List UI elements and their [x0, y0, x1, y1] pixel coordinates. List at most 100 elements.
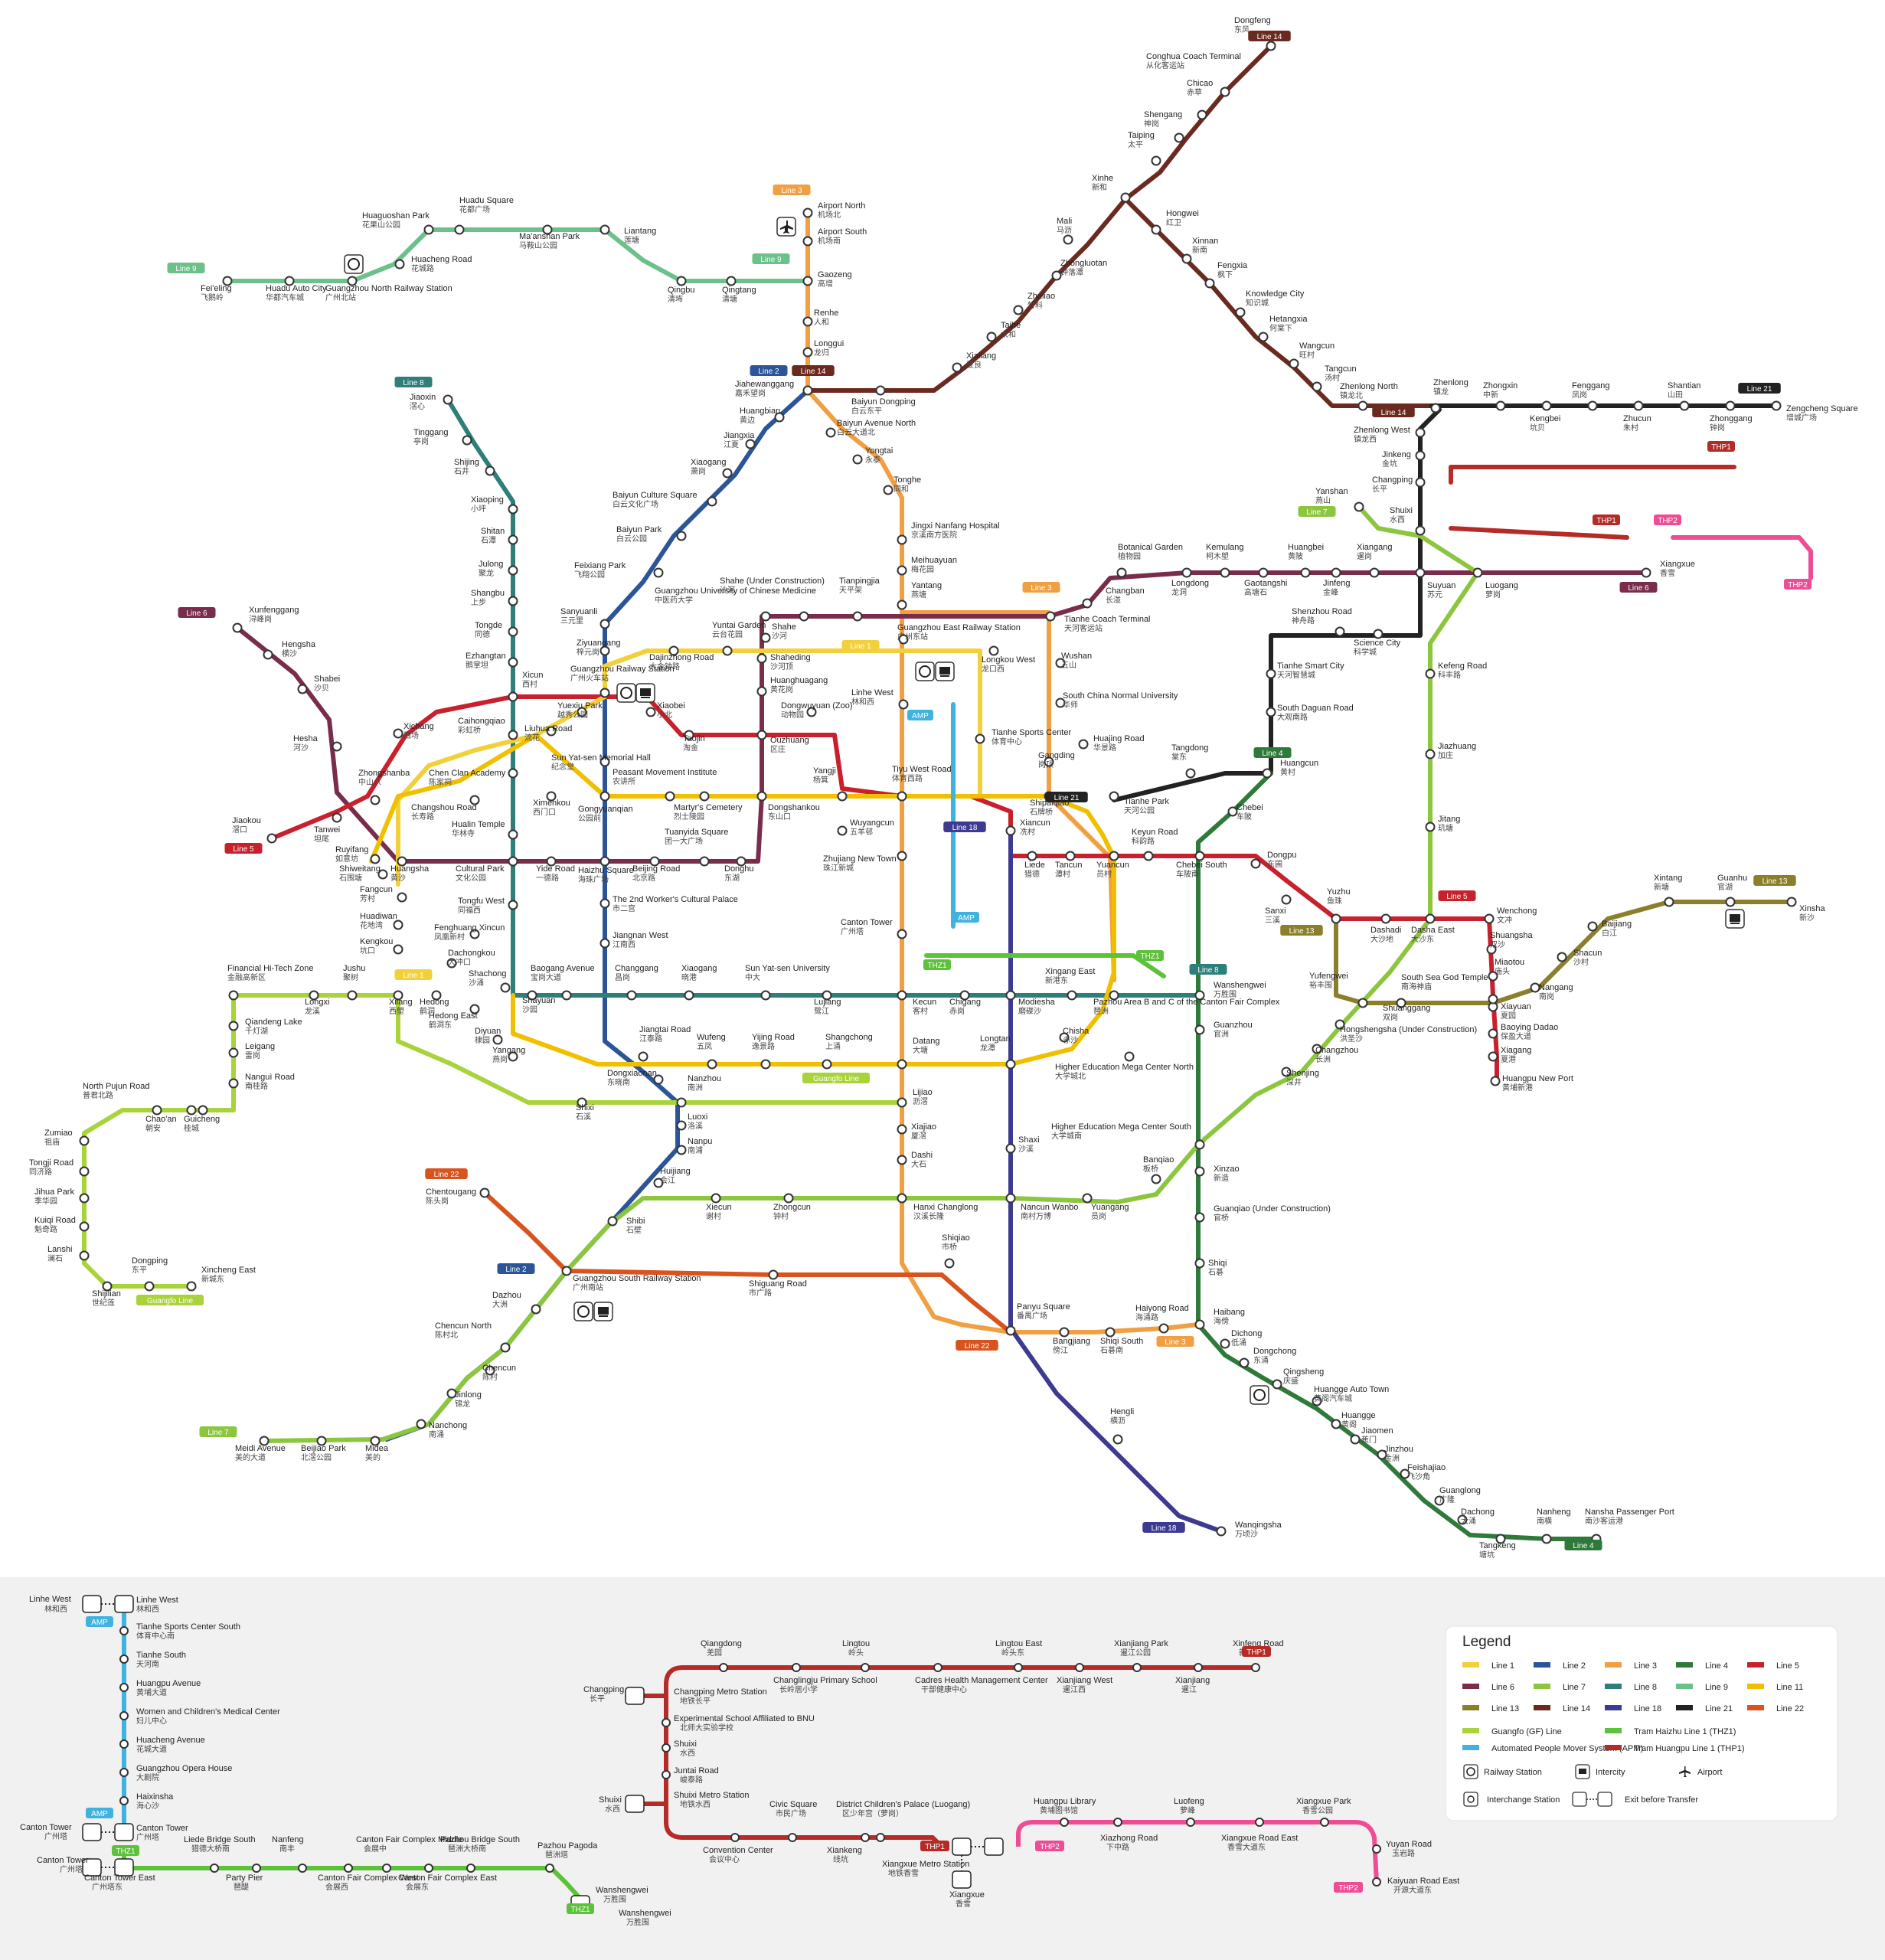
- station-marker[interactable]: [1005, 1143, 1016, 1154]
- station-marker[interactable]: [370, 1436, 381, 1446]
- station-marker[interactable]: [508, 900, 518, 910]
- station-marker[interactable]: [1216, 1526, 1227, 1537]
- station-marker[interactable]: [1495, 1534, 1506, 1544]
- station-marker[interactable]: [393, 920, 403, 930]
- station-marker[interactable]: [542, 224, 553, 235]
- station-marker[interactable]: [662, 1743, 671, 1753]
- station-marker[interactable]: [711, 1193, 721, 1204]
- station-marker[interactable]: [1281, 894, 1292, 905]
- station-marker[interactable]: [252, 1864, 261, 1873]
- station-marker[interactable]: [684, 730, 694, 740]
- station-marker[interactable]: [707, 1059, 717, 1070]
- station-marker[interactable]: [1266, 668, 1276, 679]
- station-marker[interactable]: [1013, 305, 1024, 315]
- station-marker[interactable]: [1587, 400, 1598, 411]
- station-marker[interactable]: [1373, 629, 1384, 639]
- station-marker[interactable]: [1369, 567, 1380, 578]
- station-marker[interactable]: [653, 1178, 664, 1188]
- station-marker[interactable]: [1055, 697, 1066, 708]
- station-marker[interactable]: [1725, 897, 1736, 907]
- station-marker[interactable]: [347, 990, 358, 1001]
- station-marker[interactable]: [1143, 851, 1154, 861]
- station-marker[interactable]: [756, 730, 767, 740]
- station-marker[interactable]: [393, 990, 403, 1001]
- station-marker[interactable]: [1557, 952, 1567, 962]
- station-marker[interactable]: [1112, 1434, 1123, 1445]
- station-marker[interactable]: [1194, 1319, 1205, 1330]
- station-marker[interactable]: [897, 599, 907, 610]
- station-marker[interactable]: [284, 276, 295, 286]
- station-marker[interactable]: [760, 611, 771, 622]
- station-marker[interactable]: [599, 898, 610, 909]
- station-marker[interactable]: [1051, 270, 1062, 281]
- station-marker[interactable]: [1488, 1028, 1498, 1039]
- station-marker[interactable]: [1109, 791, 1119, 802]
- station-marker[interactable]: [1239, 1357, 1250, 1368]
- station-marker[interactable]: [653, 1074, 664, 1085]
- station-marker[interactable]: [443, 394, 453, 405]
- station-marker[interactable]: [876, 1833, 885, 1842]
- station-marker[interactable]: [1194, 1258, 1205, 1269]
- station-marker[interactable]: [645, 707, 656, 717]
- station-marker[interactable]: [79, 1250, 90, 1261]
- station-marker[interactable]: [1457, 1514, 1468, 1525]
- station[interactable]: Guanqiao (Under Construction)官桥: [1194, 1204, 1331, 1223]
- station-marker[interactable]: [119, 1796, 129, 1805]
